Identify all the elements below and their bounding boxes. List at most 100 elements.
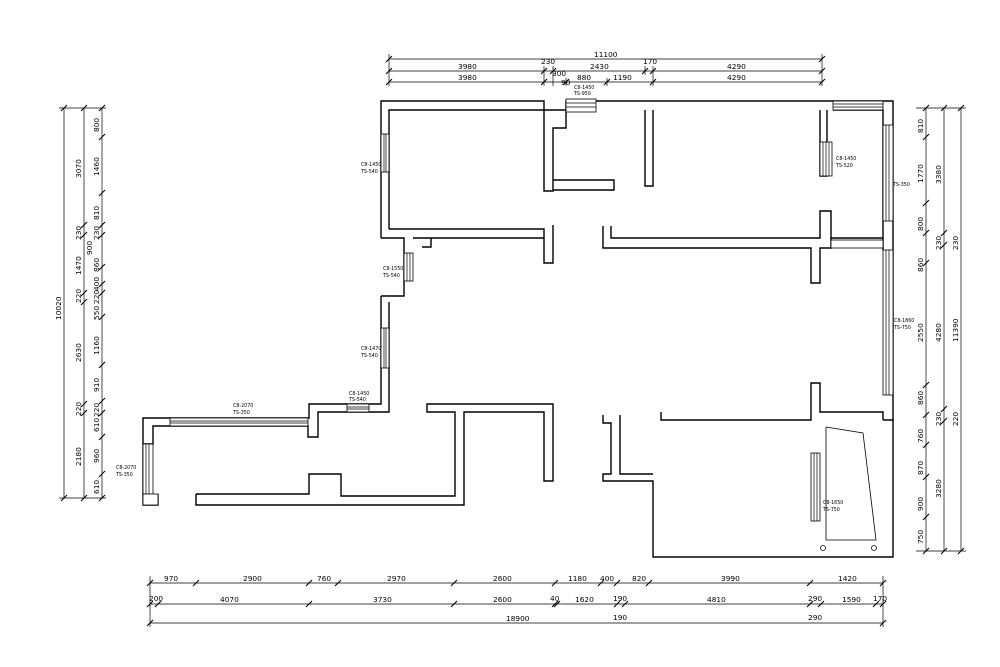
dim-left-c2: 2630 xyxy=(74,343,83,362)
outer-wall-left-mid xyxy=(142,296,382,506)
dim-bottom-r2: 3730 xyxy=(373,595,392,604)
dim-right-c1: 810 xyxy=(916,119,925,133)
dim-bottom-r2: 1620 xyxy=(575,595,594,604)
window-left-room xyxy=(380,133,390,173)
dim-right-c2: 4280 xyxy=(934,323,943,342)
dim-left-c3: 960 xyxy=(92,449,101,463)
dim-top-r2: 3980 xyxy=(458,62,477,71)
dim-left-c2: 230 xyxy=(74,226,83,240)
dim-right-c2: 3280 xyxy=(934,479,943,498)
dim-top-r3: 880 xyxy=(577,73,591,82)
window-label-code: C8-1450 xyxy=(349,391,369,397)
right-dimensions: 810 1770 800 860 2550 860 760 870 900 75… xyxy=(916,104,966,555)
window-balcony-side xyxy=(142,443,154,495)
wall-lower-right-top xyxy=(660,382,884,421)
window-label-height: TS-540 xyxy=(348,397,366,403)
dim-right-c1: 860 xyxy=(916,258,925,272)
dim-left-c3: 610 xyxy=(92,480,101,494)
dim-bottom-r1: 760 xyxy=(317,574,331,583)
dim-left-c3: 220 xyxy=(92,403,101,417)
window-step xyxy=(346,403,370,413)
dim-bottom-r2: 190 xyxy=(613,594,627,603)
dim-left-c3: 910 xyxy=(92,378,101,392)
dim-right-c1: 900 xyxy=(916,497,925,511)
dim-right-c1: 2550 xyxy=(916,323,925,342)
dim-left-c2: 220 xyxy=(74,402,83,416)
window-right-upper xyxy=(882,124,894,222)
dim-left-c3: 1460 xyxy=(92,157,101,176)
dim-top-r2: 170 xyxy=(643,57,657,66)
bottom-dimensions: 970 2900 760 2970 2600 1180 400 820 3990… xyxy=(146,574,887,627)
dim-bottom-r2: 40 xyxy=(550,594,560,603)
window-label-code: C8-1450 xyxy=(574,85,594,91)
dim-right-c1: 860 xyxy=(916,391,925,405)
dim-left-c3: 400 xyxy=(92,277,101,291)
window-label-code: C8-1650 xyxy=(823,500,843,506)
window-small-room xyxy=(403,252,414,282)
dim-left-c3: 1160 xyxy=(92,336,101,355)
dim-bottom-r2: 1590 xyxy=(842,595,861,604)
window-label-code: TS-350 xyxy=(892,182,910,188)
dim-bottom-r1: 2600 xyxy=(493,574,512,583)
dim-right-c3: 220 xyxy=(951,412,960,426)
windows xyxy=(142,98,894,551)
dim-right-c1: 750 xyxy=(916,530,925,544)
window-balcony-long xyxy=(169,417,309,427)
window-balcony-end xyxy=(142,493,159,506)
dim-bottom-r2: 4070 xyxy=(220,595,239,604)
dim-right-c1: 1770 xyxy=(916,164,925,183)
left-dimensions: 10020 3070 230 1470 220 2630 220 2180 80… xyxy=(54,104,106,502)
dim-bottom-r1: 820 xyxy=(632,574,646,583)
dim-bottom-total: 18900 xyxy=(506,614,530,623)
dim-top-total: 11100 xyxy=(594,50,618,59)
dim-right-c2: 230 xyxy=(934,412,943,426)
dim-left-c2: 2180 xyxy=(74,447,83,466)
dim-top-r2: 230 xyxy=(541,57,555,66)
partition-top-mid xyxy=(644,110,654,187)
window-label-code: C8-1470 xyxy=(361,346,381,352)
outer-wall-top-inner xyxy=(388,109,544,229)
dim-left-c2: 3070 xyxy=(74,159,83,178)
dim-top-r3-small: 90 xyxy=(561,78,571,87)
dim-bottom-r2: 290 xyxy=(808,594,822,603)
dim-right-c3: 230 xyxy=(951,236,960,250)
dim-left-c3: 860 xyxy=(92,258,101,272)
dim-left-c3-merged: 900 xyxy=(85,241,94,255)
dim-top-r2: 2430 xyxy=(590,62,609,71)
dim-right-c2: 230 xyxy=(934,236,943,250)
dim-right-c1: 800 xyxy=(916,217,925,231)
dim-right-c1: 760 xyxy=(916,429,925,443)
dim-right-c2: 3380 xyxy=(934,165,943,184)
window-label-height: TS-540 xyxy=(360,169,378,175)
window-label-code: C8-2070 xyxy=(116,465,136,471)
window-label-height: TS-540 xyxy=(382,273,400,279)
wall-small-room-inner xyxy=(422,238,432,248)
window-label-code: C8-1450 xyxy=(836,156,856,162)
dim-top-r3: 4290 xyxy=(727,73,746,82)
walls xyxy=(142,100,894,558)
dim-bottom-r1: 970 xyxy=(164,574,178,583)
window-label-height: TS-750 xyxy=(822,507,840,513)
window-label-code: C8-2070 xyxy=(233,403,253,409)
window-label-height: TS-520 xyxy=(835,163,853,169)
window-label-height: TS-950 xyxy=(573,91,591,97)
dim-top-r3: 1190 xyxy=(613,73,632,82)
dim-bottom-r3: 190 xyxy=(613,613,627,622)
window-label-code: C8-1860 xyxy=(894,318,914,324)
window-mid-left xyxy=(380,327,390,369)
wall-lower-left-room xyxy=(195,403,554,506)
window-right-bay-top xyxy=(830,239,884,249)
wall-lower-right xyxy=(602,415,894,558)
window-label-height: TS-750 xyxy=(893,325,911,331)
dim-bottom-r2: 170 xyxy=(873,594,887,603)
dim-left-c2: 1470 xyxy=(74,256,83,275)
drain-circle-1 xyxy=(820,545,826,551)
window-label-height: TS-350 xyxy=(232,410,250,416)
dim-top-r3: 3980 xyxy=(458,73,477,82)
dim-left-c3: 800 xyxy=(92,118,101,132)
outer-wall-top-right-inner xyxy=(833,109,884,238)
dim-right-c1: 870 xyxy=(916,461,925,475)
dim-left-c3: 230 xyxy=(92,226,101,240)
dim-bottom-r1: 1420 xyxy=(838,574,857,583)
